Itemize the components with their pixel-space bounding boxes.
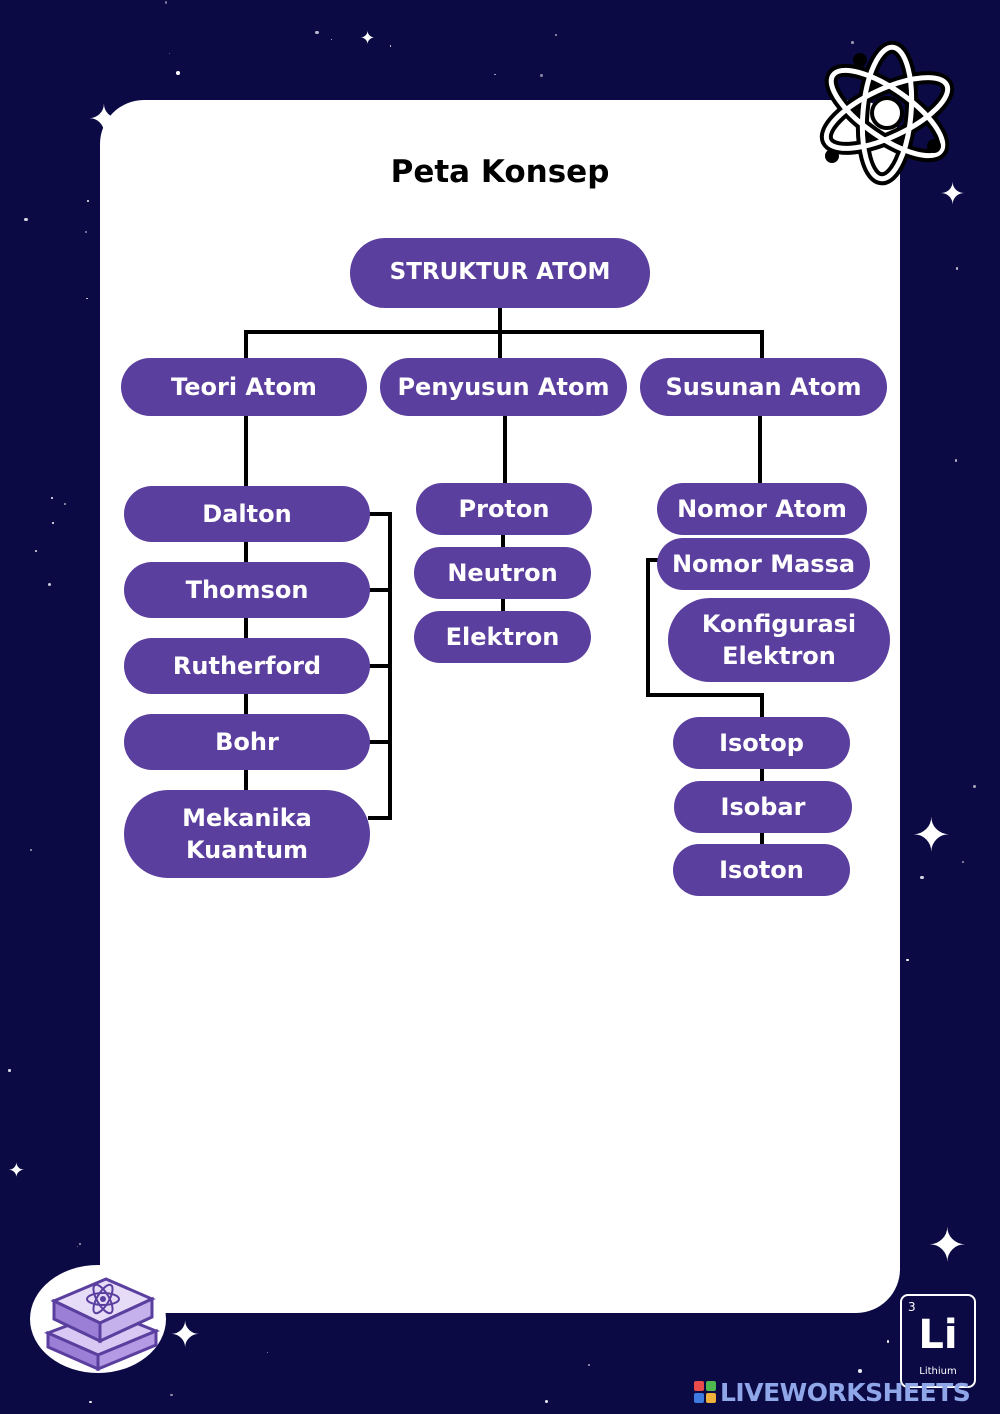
star-dot: [78, 1242, 82, 1246]
sparkle-icon: ✦: [170, 1315, 201, 1356]
watermark-logo: LIVEWORKSHEETS: [694, 1377, 971, 1407]
node-nomor-massa: Nomor Massa: [657, 538, 870, 590]
node-nomor-atom: Nomor Atom: [657, 483, 867, 535]
star-dot: [89, 1400, 92, 1404]
star-dot: [588, 1364, 591, 1366]
star-dot: [390, 45, 392, 47]
node-rutherford: Rutherford: [124, 638, 370, 694]
star-dot: [858, 1369, 863, 1374]
star-dot: [920, 875, 924, 879]
sparkle-icon: ✦: [8, 1158, 25, 1182]
star-dot: [554, 34, 557, 37]
star-dot: [176, 70, 180, 75]
star-dot: [540, 74, 543, 77]
branch-susunan-atom: Susunan Atom: [640, 358, 887, 416]
star-dot: [29, 848, 32, 852]
node-mekanika-kuantum: Mekanika Kuantum: [124, 790, 370, 878]
star-dot: [47, 582, 51, 586]
star-dot: [77, 1245, 79, 1248]
star-dot: [164, 1, 168, 5]
branch-penyusun-atom: Penyusun Atom: [380, 358, 627, 416]
element-name: Lithium: [919, 1366, 957, 1377]
node-bohr: Bohr: [124, 714, 370, 770]
branch-teori-atom: Teori Atom: [121, 358, 367, 416]
node-neutron: Neutron: [414, 547, 591, 599]
star-dot: [86, 297, 88, 300]
sparkle-icon: ✦: [940, 177, 966, 212]
sparkle-icon: ✦: [360, 28, 376, 49]
star-dot: [972, 784, 976, 788]
star-dot: [87, 200, 90, 203]
star-dot: [50, 497, 53, 500]
star-dot: [170, 1393, 173, 1396]
star-dot: [961, 861, 964, 864]
star-dot: [64, 502, 66, 505]
star-dot: [955, 459, 958, 462]
node-konfigurasi-elektron: Konfigurasi Elektron: [668, 598, 890, 682]
star-dot: [85, 230, 88, 234]
star-dot: [330, 38, 332, 41]
watermark-icon: [694, 1381, 716, 1403]
node-proton: Proton: [416, 483, 592, 535]
node-elektron: Elektron: [414, 611, 591, 663]
node-isotop: Isotop: [673, 717, 850, 769]
star-dot: [35, 550, 37, 552]
element-number: 3: [908, 1300, 916, 1314]
star-dot: [266, 1352, 268, 1354]
star-dot: [24, 218, 28, 222]
sparkle-icon: ✦: [928, 1218, 967, 1272]
element-symbol: Li: [918, 1312, 958, 1358]
star-dot: [886, 1340, 889, 1343]
element-tile: 3 Li Lithium: [900, 1294, 976, 1388]
watermark-text: LIVEWORKSHEETS: [720, 1377, 971, 1407]
star-dot: [955, 267, 958, 270]
page-title: Peta Konsep: [390, 154, 610, 190]
book-atom-icon: [30, 1265, 166, 1373]
sparkle-icon: ✦: [912, 808, 951, 862]
star-dot: [314, 30, 319, 35]
node-isobar: Isobar: [674, 781, 852, 833]
atom-icon: [819, 40, 955, 186]
star-dot: [51, 521, 55, 525]
star-dot: [8, 1069, 11, 1072]
node-thomson: Thomson: [124, 562, 370, 618]
node-dalton: Dalton: [124, 486, 370, 542]
star-dot: [494, 73, 496, 76]
root-node: STRUKTUR ATOM: [350, 238, 650, 308]
star-dot: [906, 958, 909, 961]
star-dot: [851, 40, 854, 44]
star-dot: [545, 1399, 548, 1403]
node-isoton: Isoton: [673, 844, 850, 896]
star-dot: [168, 52, 170, 55]
